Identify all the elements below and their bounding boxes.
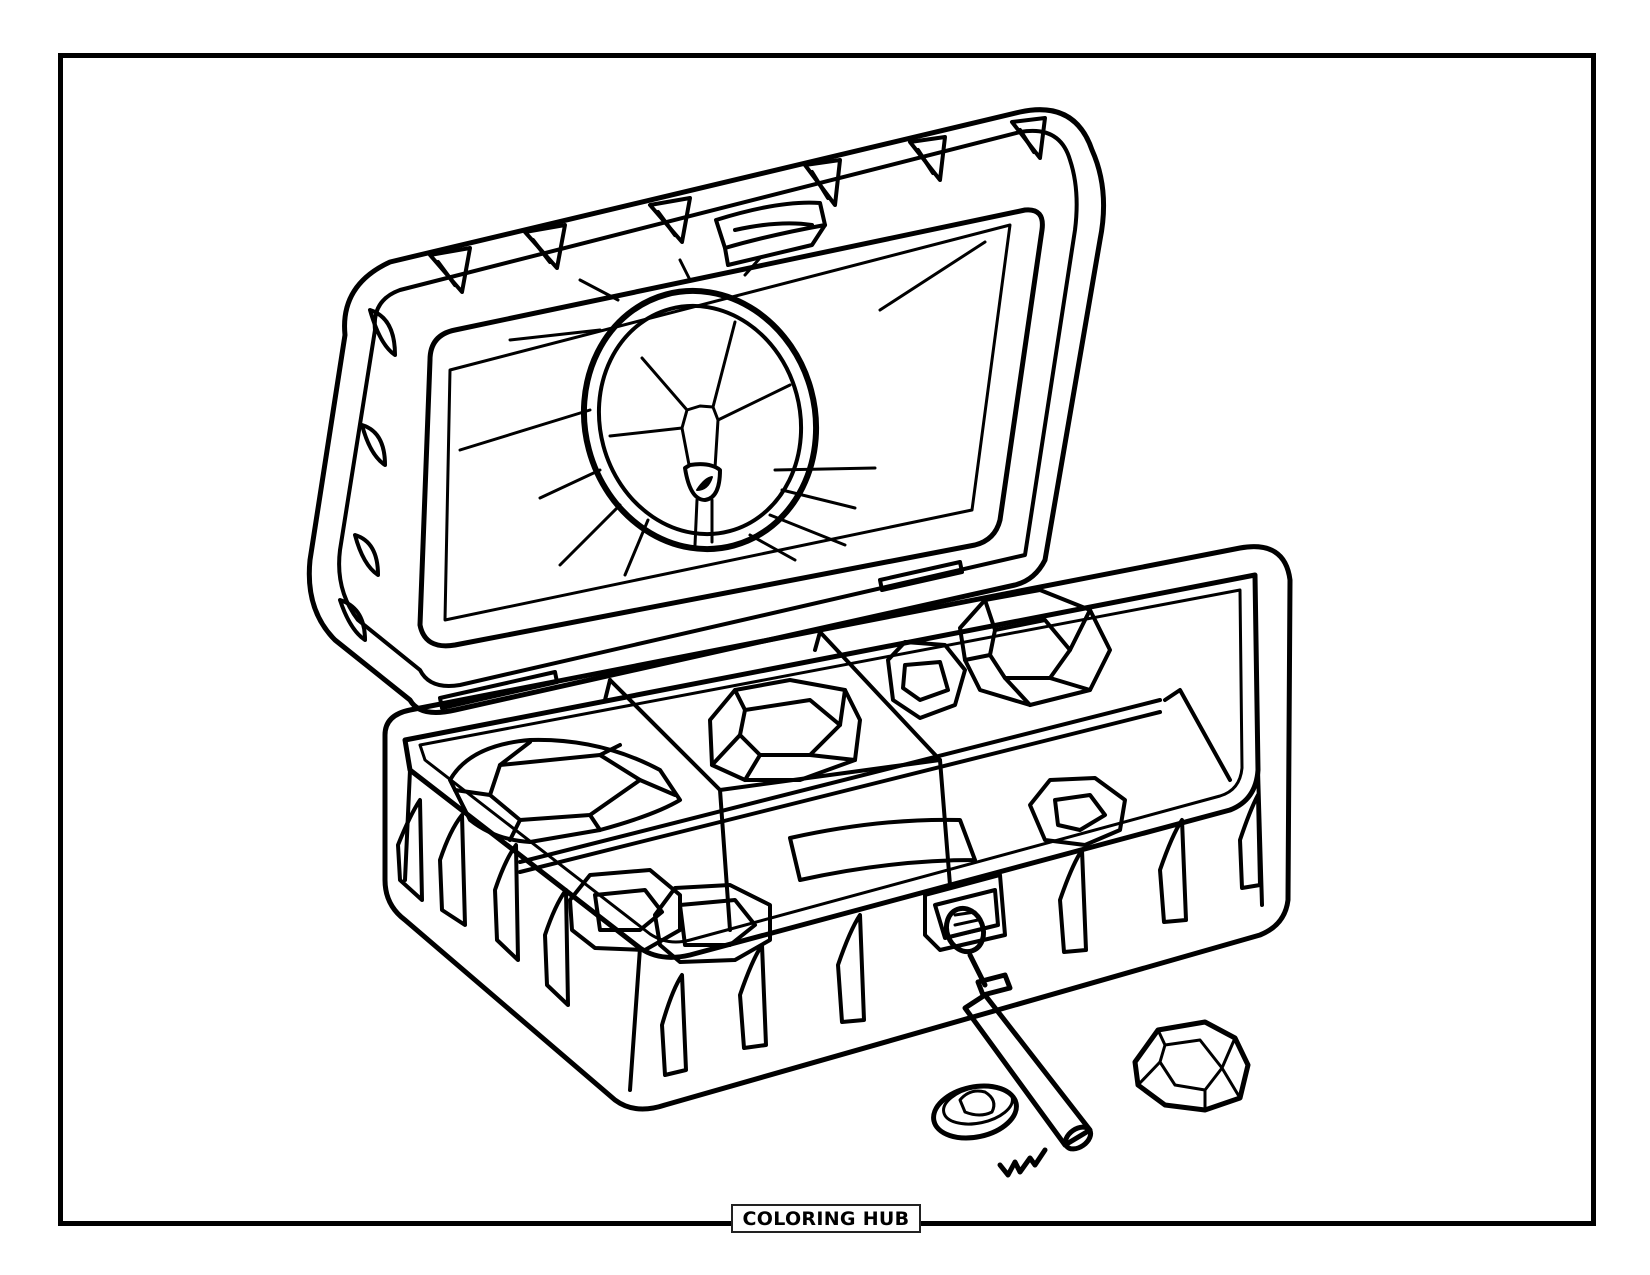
lid-handle xyxy=(714,200,827,267)
lid xyxy=(306,107,1107,715)
lid-studs xyxy=(338,116,1047,642)
coloring-hub-badge: COLORING HUB xyxy=(731,1204,921,1233)
key xyxy=(943,905,1094,1178)
front-spikes xyxy=(396,793,1262,1077)
hasp-lock xyxy=(923,873,1007,952)
gems-in-compartments xyxy=(448,588,1127,964)
coin xyxy=(931,1083,1019,1141)
lid-medallion xyxy=(458,240,987,577)
badge-label: COLORING HUB xyxy=(742,1207,910,1230)
compartment-dividers xyxy=(518,630,1232,932)
loose-gem xyxy=(1132,1019,1251,1113)
